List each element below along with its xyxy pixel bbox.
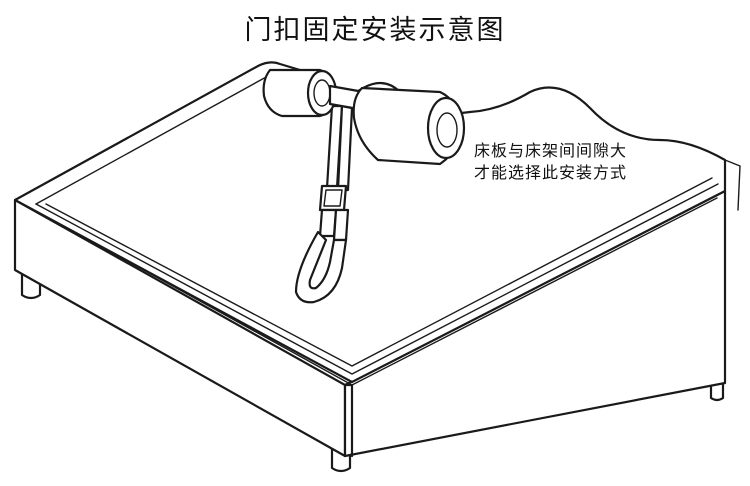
installation-note: 床板与床架间间隙大 才能选择此安装方式 bbox=[474, 140, 694, 184]
note-line-1: 床板与床架间间隙大 bbox=[474, 141, 628, 160]
note-line-2: 才能选择此安装方式 bbox=[474, 163, 628, 182]
door-anchor-rollers bbox=[262, 68, 466, 166]
door-anchor-strap bbox=[294, 104, 354, 304]
diagram-title: 门扣固定安装示意图 bbox=[244, 15, 506, 46]
